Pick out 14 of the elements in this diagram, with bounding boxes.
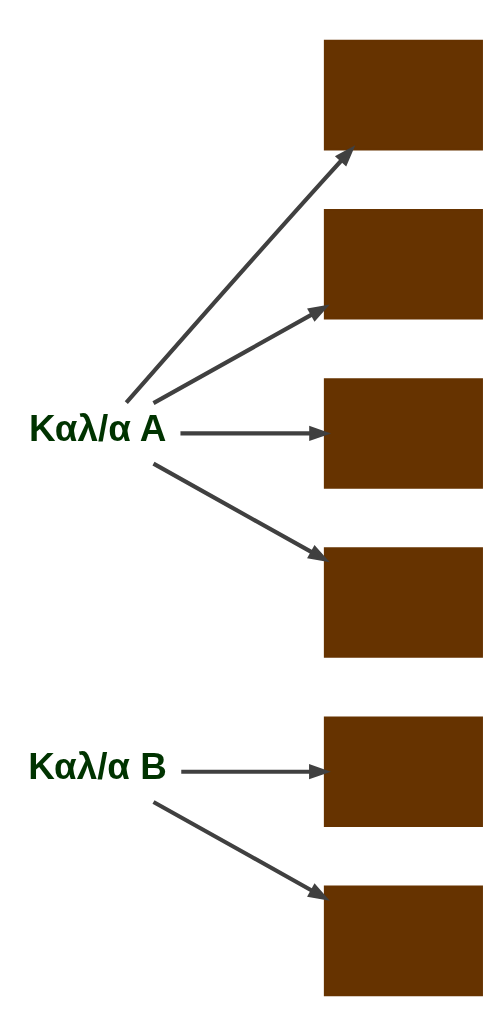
node-box: [323, 377, 483, 489]
node-text: Καλ/α Α: [29, 407, 167, 449]
node-box: [323, 546, 483, 658]
arrow: [152, 304, 330, 405]
node-box: [323, 715, 483, 827]
node-box: [323, 39, 483, 150]
arrow: [152, 461, 330, 562]
node-box: [323, 208, 483, 320]
arrow: [181, 763, 331, 779]
arrow: [180, 425, 332, 441]
arrow: [152, 799, 330, 901]
node-text: Καλ/α Β: [28, 745, 167, 787]
arrow: [124, 144, 356, 404]
node-box: [323, 885, 483, 996]
